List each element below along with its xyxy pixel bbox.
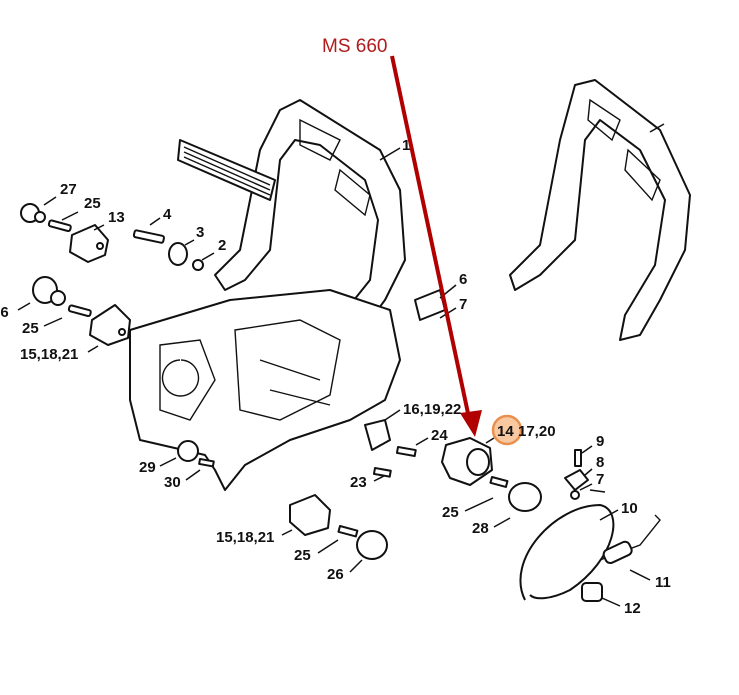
part-label-25: 25 <box>22 320 39 337</box>
right-small-parts <box>489 449 661 602</box>
part-label-26: 26 <box>0 304 9 321</box>
part-label-16-19-22: 16,19,22 <box>403 401 461 418</box>
part-label-25: 25 <box>294 547 311 564</box>
part-label-29: 29 <box>139 459 156 476</box>
part-label-15-18-21: 15,18,21 <box>216 529 274 546</box>
part-label-13: 13 <box>108 209 125 226</box>
rear-handle-alt-part <box>509 79 691 341</box>
part-label-24: 24 <box>431 427 448 444</box>
rear-handle-part <box>214 99 406 361</box>
part-label-23: 23 <box>350 474 367 491</box>
part-label-25: 25 <box>442 504 459 521</box>
part-label-7: 7 <box>596 471 604 488</box>
crankcase-part <box>129 289 401 491</box>
part-label-8: 8 <box>596 454 604 471</box>
buffer-part-14 <box>441 437 493 486</box>
part-label-1: 1 <box>402 137 410 154</box>
part-label-12: 12 <box>624 600 641 617</box>
grille-part <box>177 139 276 201</box>
highlight-circle <box>491 414 523 446</box>
part-label-10: 10 <box>621 500 638 517</box>
part-label-2: 2 <box>218 237 226 254</box>
model-title: MS 660 <box>322 36 387 57</box>
small-parts <box>20 203 446 560</box>
part-label-3: 3 <box>196 224 204 241</box>
part-label-4: 4 <box>163 206 172 223</box>
part-label-17-20: 17,20 <box>518 423 556 440</box>
part-label-11: 11 <box>655 574 671 591</box>
part-label-30: 30 <box>164 474 181 491</box>
part-label-27: 27 <box>60 181 77 198</box>
leader-lines <box>17 147 651 607</box>
red-arrow <box>390 55 482 437</box>
part-label-25: 25 <box>84 195 101 212</box>
part-label-7: 7 <box>459 296 467 313</box>
part-label-26: 26 <box>327 566 344 583</box>
part-label-14: 14 <box>497 423 514 440</box>
part-label-6: 6 <box>459 271 467 288</box>
part-label-28: 28 <box>472 520 489 537</box>
part-label-9: 9 <box>596 433 604 450</box>
part-label-15-18-21: 15,18,21 <box>20 346 78 363</box>
